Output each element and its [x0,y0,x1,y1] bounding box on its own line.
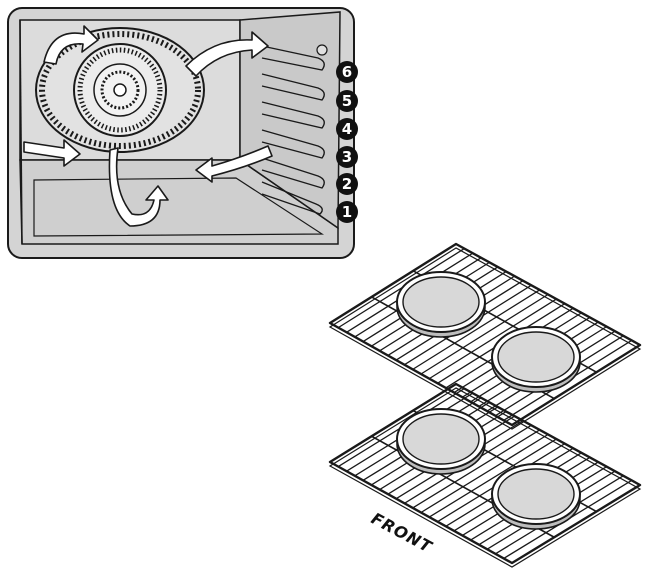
round-cake-pan-icon [396,271,486,338]
rack-position-1: 1 [336,201,358,223]
svg-text:6: 6 [342,63,352,81]
svg-text:1: 1 [342,203,352,221]
airflow-arrow-icon [185,31,269,77]
rack-position-badges: 6 5 4 3 2 1 [336,61,358,223]
svg-text:3: 3 [342,148,352,166]
svg-text:5: 5 [342,92,352,110]
airflow-arrows [23,25,273,227]
airflow-arrow-icon [43,25,99,65]
round-cake-pan-icon [396,408,486,475]
round-cake-pan-icon [491,463,581,530]
rack-runners [261,45,325,215]
upper-rack [328,242,642,430]
rack-position-3: 3 [336,146,358,168]
rack-group [328,242,642,568]
svg-text:4: 4 [342,120,352,138]
airflow-arrow-icon [23,139,81,167]
rack-position-6: 6 [336,61,358,83]
convection-fan-icon [35,27,205,153]
lower-rack [328,382,642,568]
rack-position-4: 4 [336,118,358,140]
oven-cavity: 6 5 4 3 2 1 [7,7,358,259]
rack-position-5: 5 [336,90,358,112]
round-cake-pan-icon [491,326,581,393]
airflow-arrow-icon [195,145,273,183]
airflow-arrow-icon [108,147,169,227]
rack-position-2: 2 [336,173,358,195]
svg-text:2: 2 [342,175,352,193]
